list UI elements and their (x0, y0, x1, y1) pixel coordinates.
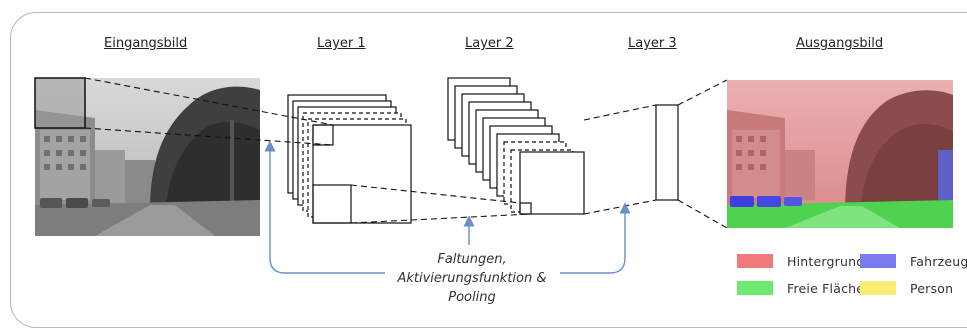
layer1-feature-maps (287, 94, 412, 224)
title-layer-3: Layer 3 (628, 36, 677, 51)
title-output-image: Ausgangsbild (796, 36, 884, 51)
projection-lines (84, 77, 728, 229)
title-layer-2: Layer 2 (465, 36, 514, 51)
legend-label: Fahrzeug (910, 253, 967, 269)
layer3-feature-vector (655, 104, 679, 201)
legend-item-hintergrund: Hintergrund (737, 252, 864, 270)
title-input-image: Eingangsbild (104, 36, 188, 51)
legend-swatch (737, 254, 773, 268)
layer1-receptive-field (312, 184, 352, 224)
layer2-feature-maps (447, 77, 585, 215)
figure-frame (10, 12, 967, 328)
output-image (727, 80, 953, 228)
legend-item-person: Person (860, 279, 953, 297)
layer1-output-patch (312, 124, 334, 146)
legend-swatch (737, 281, 773, 295)
operations-caption: Faltungen, Aktivierungsfunktion & Poolin… (382, 250, 562, 307)
legend-swatch (860, 254, 896, 268)
legend-swatch (860, 281, 896, 295)
title-layer-1: Layer 1 (317, 36, 366, 51)
input-receptive-field (35, 78, 85, 128)
operation-arrows (264, 140, 631, 274)
caption-line-2: Aktivierungsfunktion & (397, 271, 547, 286)
legend-label: Hintergrund (787, 253, 865, 269)
legend-label: Person (910, 280, 954, 296)
caption-line-1: Faltungen, (437, 252, 507, 267)
caption-line-3: Pooling (448, 290, 496, 305)
legend-label: Freie Fläche (787, 280, 865, 296)
legend-item-fahrzeug: Fahrzeug (860, 252, 967, 270)
legend-item-freie-flaeche: Freie Fläche (737, 279, 864, 297)
input-image (34, 77, 260, 236)
